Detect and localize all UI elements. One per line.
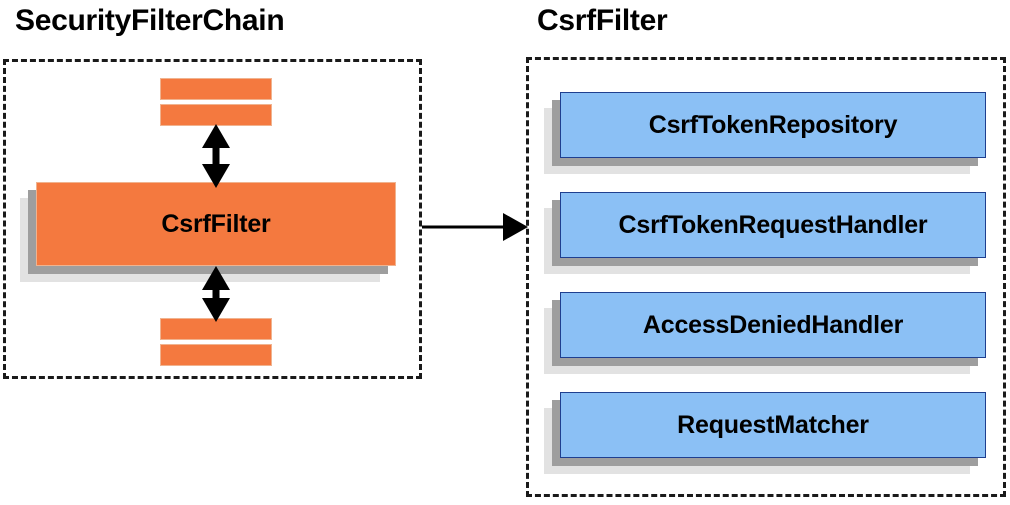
filter-bar-bottom-2 bbox=[160, 344, 272, 366]
node-label-request-matcher: RequestMatcher bbox=[677, 410, 869, 439]
connector-expand-detail bbox=[422, 213, 528, 241]
node-request-matcher[interactable]: RequestMatcher bbox=[544, 392, 986, 474]
node-csrf-filter[interactable]: CsrfFilter bbox=[20, 182, 396, 282]
card-face: AccessDeniedHandler bbox=[560, 292, 986, 358]
node-access-denied-handler[interactable]: AccessDeniedHandler bbox=[544, 292, 986, 374]
panel-title-security-filter-chain: SecurityFilterChain bbox=[15, 4, 285, 37]
node-label-csrf-token-repository: CsrfTokenRepository bbox=[648, 110, 898, 139]
group-box-csrf-filter-detail bbox=[526, 57, 1006, 497]
group-box-security-filter-chain bbox=[3, 59, 422, 379]
card-face: CsrfFilter bbox=[36, 182, 396, 266]
filter-bar-top-1 bbox=[160, 78, 272, 100]
card-face: CsrfTokenRepository bbox=[560, 92, 986, 158]
filter-bar-top-2 bbox=[160, 104, 272, 126]
filter-bar-bottom-1 bbox=[160, 318, 272, 340]
panel-title-csrf-filter: CsrfFilter bbox=[537, 4, 668, 37]
card-face: RequestMatcher bbox=[560, 392, 986, 458]
node-csrf-token-repository[interactable]: CsrfTokenRepository bbox=[544, 92, 986, 174]
node-label-csrf-filter: CsrfFilter bbox=[161, 209, 271, 238]
node-label-csrf-token-request-handler: CsrfTokenRequestHandler bbox=[618, 210, 928, 239]
node-csrf-token-request-handler[interactable]: CsrfTokenRequestHandler bbox=[544, 192, 986, 274]
card-face: CsrfTokenRequestHandler bbox=[560, 192, 986, 258]
node-label-access-denied-handler: AccessDeniedHandler bbox=[642, 310, 904, 339]
